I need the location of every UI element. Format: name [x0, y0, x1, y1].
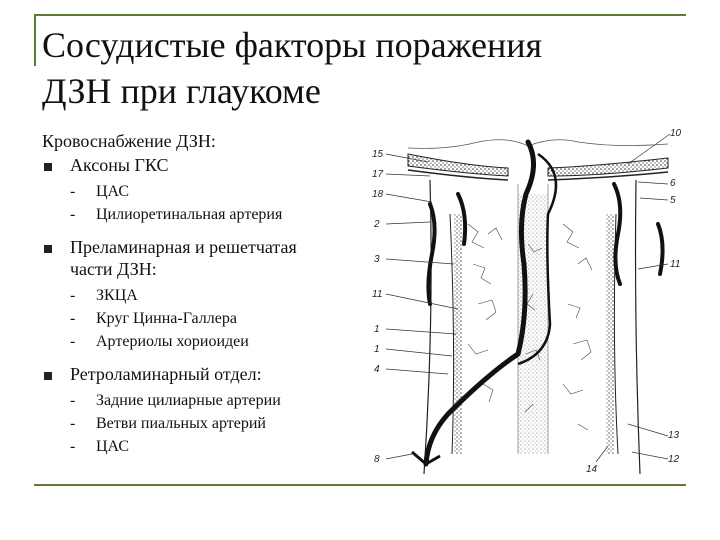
dash-icon: - — [70, 206, 76, 223]
figure-labels: 15 17 18 2 3 11 1 1 4 8 10 6 5 11 13 12 … — [372, 128, 682, 475]
bullet-text: Ретроламинарный отдел: — [70, 364, 262, 384]
sub-item-text: Артериолы хориоидеи — [96, 333, 249, 350]
label-leaders — [385, 133, 671, 463]
sub-item-text: Круг Цинна-Галлера — [96, 310, 237, 327]
bullet-text: Преламинарная и решетчатая — [70, 237, 297, 257]
bullet-content: Кровоснабжение ДЗН: Аксоны ГКС - ЦАС - Цил… — [42, 130, 372, 458]
sub-item: - Круг Цинна-Галлера — [42, 307, 372, 330]
dash-icon: - — [70, 415, 76, 432]
bottom-rule — [34, 484, 686, 486]
sub-item: - Задние цилиарные артерии — [42, 389, 372, 412]
figure-label: 13 — [668, 430, 680, 441]
dash-icon: - — [70, 392, 76, 409]
sub-item: - Цилиоретинальная артерия — [42, 203, 372, 226]
figure-label: 3 — [374, 254, 380, 265]
top-rule — [34, 14, 686, 16]
sub-item-text: ЗКЦА — [96, 287, 138, 304]
figure-label: 4 — [374, 364, 380, 375]
figure-label: 5 — [670, 195, 676, 206]
sub-item-text: ЦАС — [96, 438, 129, 455]
figure-label: 14 — [586, 464, 598, 475]
title-line-1: Сосудистые факторы поражения — [42, 25, 543, 65]
square-bullet-icon — [44, 163, 52, 171]
figure-label: 11 — [670, 259, 680, 270]
sub-item-text: ЦАС — [96, 183, 129, 200]
sub-item-text: Цилиоретинальная артерия — [96, 206, 283, 223]
dash-icon: - — [70, 183, 76, 200]
figure-label: 1 — [374, 344, 380, 355]
intro-text: Кровоснабжение ДЗН: — [42, 131, 216, 151]
sub-item: - ЦАС — [42, 180, 372, 203]
slide-title: Сосудистые факторы поражения ДЗН при гла… — [42, 22, 682, 114]
figure-label: 15 — [372, 149, 384, 160]
figure-label: 1 — [374, 324, 380, 335]
sub-item-text: Ветви пиальных артерий — [96, 415, 266, 432]
figure-label: 18 — [372, 189, 384, 200]
top-rule-vertical — [34, 14, 36, 66]
sub-item: - ЗКЦА — [42, 284, 372, 307]
ciliary-vessels — [426, 182, 665, 306]
bullet-text: части ДЗН: — [70, 259, 157, 279]
retina-layers — [407, 139, 669, 181]
figure-label: 10 — [670, 128, 682, 139]
figure-label: 11 — [372, 289, 382, 300]
title-line-2: ДЗН при глаукоме — [42, 71, 321, 111]
dash-icon: - — [70, 287, 76, 304]
square-bullet-icon — [44, 245, 52, 253]
square-bullet-icon — [44, 372, 52, 380]
figure-label: 6 — [670, 178, 676, 189]
bullet-retrolaminar: Ретроламинарный отдел: — [42, 363, 372, 385]
figure-label: 17 — [372, 169, 384, 180]
dash-icon: - — [70, 310, 76, 327]
sub-item: - ЦАС — [42, 435, 372, 458]
sub-item-text: Задние цилиарные артерии — [96, 392, 281, 409]
bullet-axons: Аксоны ГКС — [42, 154, 372, 176]
sub-item: - Ветви пиальных артерий — [42, 412, 372, 435]
dash-icon: - — [70, 333, 76, 350]
sub-item: - Артериолы хориоидеи — [42, 330, 372, 353]
central-artery — [411, 139, 558, 467]
nerve-outline — [423, 179, 641, 475]
figure-label: 12 — [668, 454, 680, 465]
figure-label: 8 — [374, 454, 380, 465]
optic-nerve-blood-supply-diagram: 15 17 18 2 3 11 1 1 4 8 10 6 5 11 13 12 … — [372, 128, 682, 475]
bullet-text: Аксоны ГКС — [70, 155, 169, 175]
figure-label: 2 — [373, 219, 380, 230]
dash-icon: - — [70, 438, 76, 455]
bullet-prelaminar: Преламинарная и решетчатая части ДЗН: — [42, 236, 372, 280]
